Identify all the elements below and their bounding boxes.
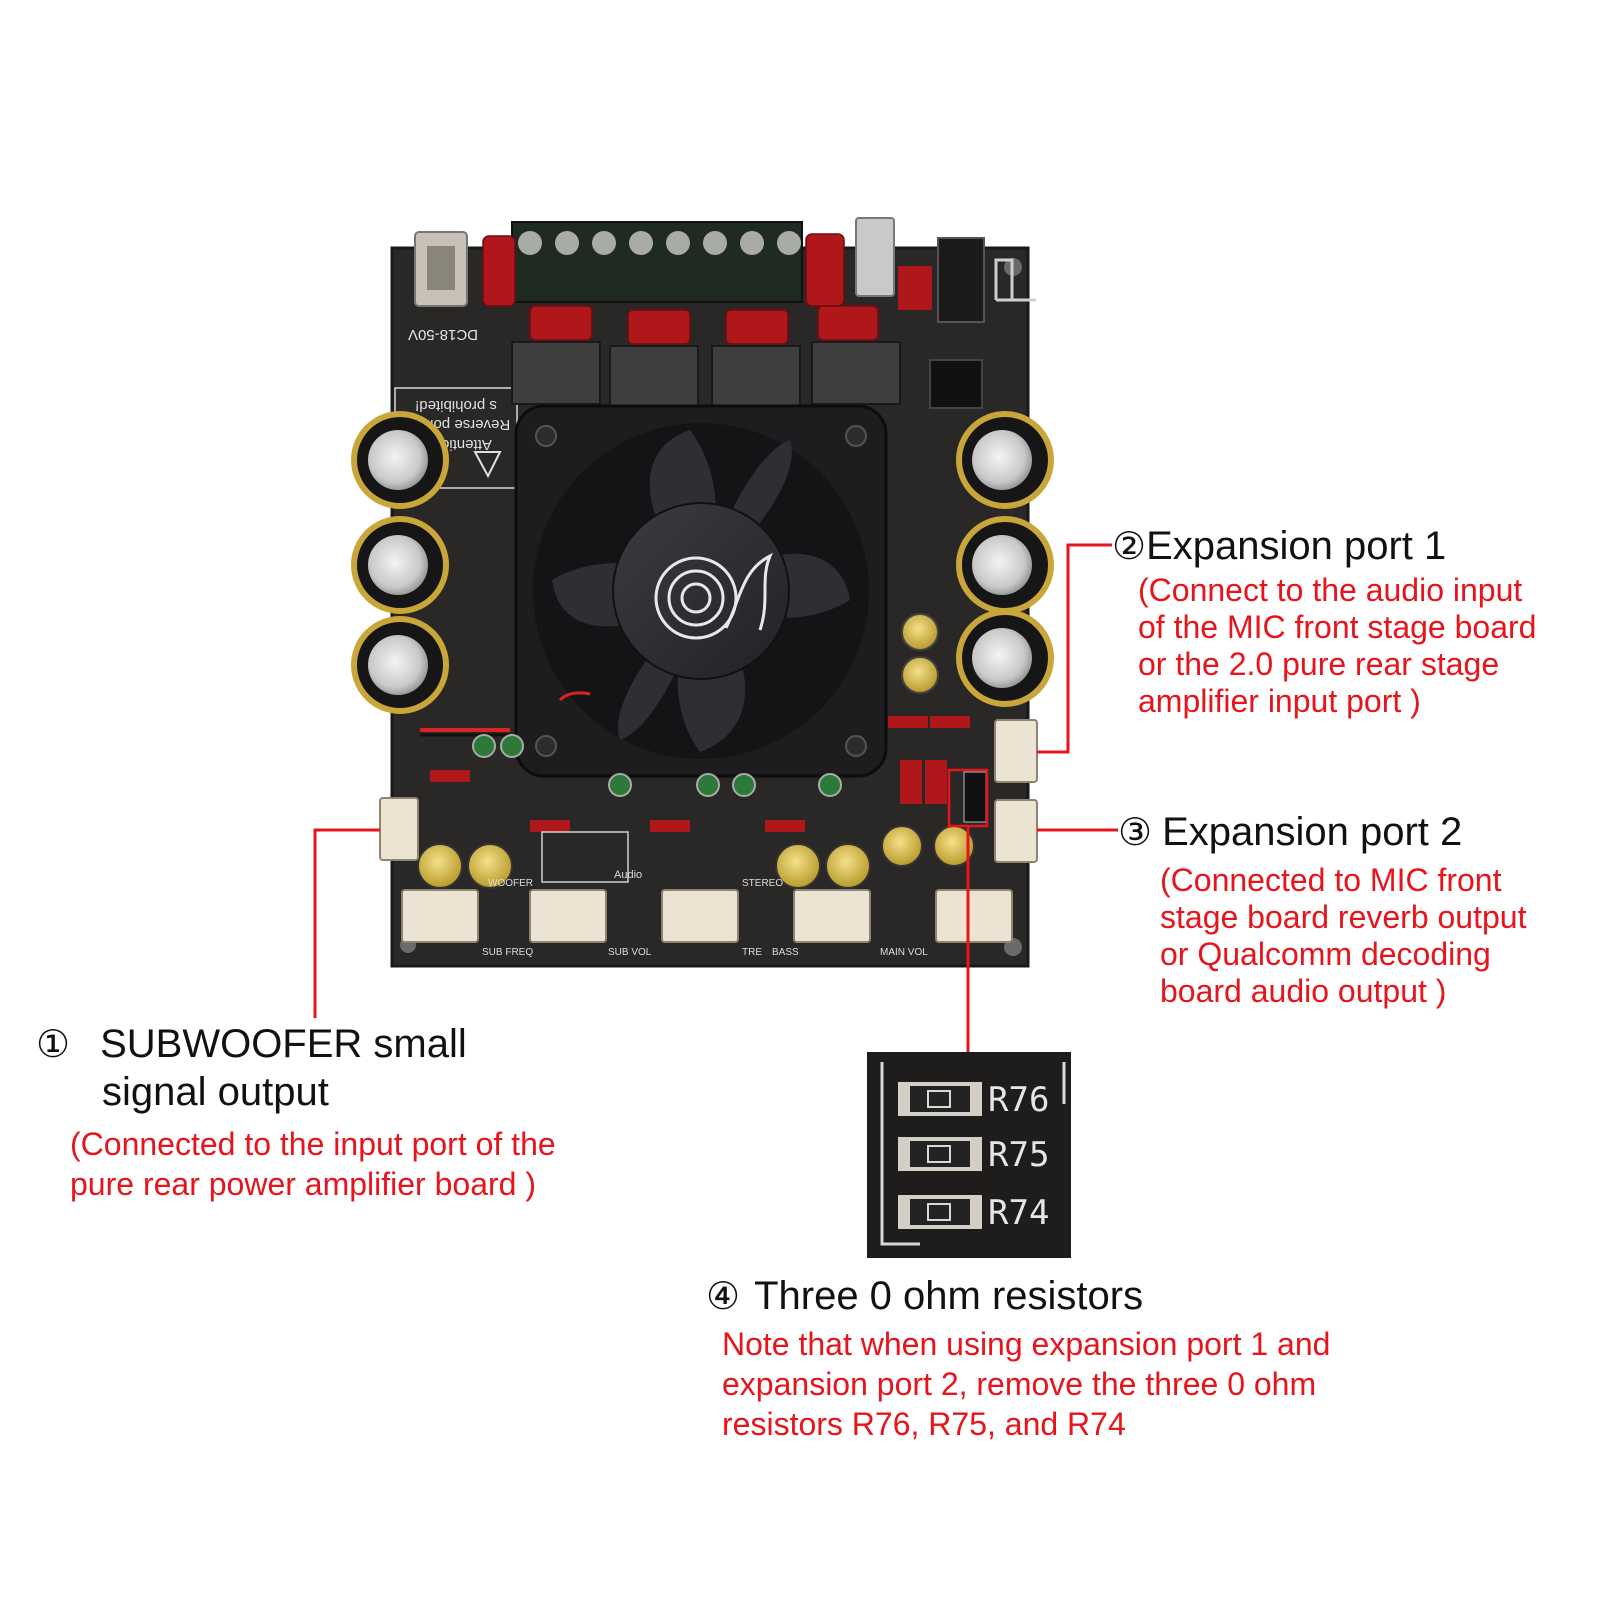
- film-capacitors: [482, 233, 879, 345]
- smd-red-part: [898, 266, 932, 310]
- port-label-stereo: STEREO: [742, 878, 783, 889]
- callout-description-line: amplifier input port ): [1138, 683, 1421, 719]
- capacitors-left: [351, 411, 449, 714]
- callout-description-line: expansion port 2, remove the three 0 ohm: [722, 1366, 1317, 1402]
- green-capacitors: [472, 734, 842, 797]
- callout-title: SUBWOOFER small: [100, 1022, 467, 1066]
- callout-title: Expansion port 1: [1146, 524, 1447, 568]
- inset-resistor: [898, 1137, 982, 1171]
- warning-line-3: s prohibited!: [415, 397, 497, 414]
- callout-expansion-port-1: ②Expansion port 1 (Connect to the audio …: [1112, 522, 1536, 720]
- capacitors-right: [956, 411, 1054, 707]
- port-label-audio: Audio: [614, 869, 642, 881]
- bottom-capacitors: [417, 825, 975, 889]
- small-capacitors: [901, 613, 939, 694]
- leader-line-2: [1037, 543, 1112, 754]
- port-label-sub-vol: SUB VOL: [608, 947, 652, 958]
- callout-description-line: Note that when using expansion port 1 an…: [722, 1326, 1331, 1362]
- resistor-group-on-board: [963, 771, 987, 823]
- expansion-port-2-connector: [994, 799, 1038, 863]
- bottom-connector: [935, 889, 1013, 943]
- callout-description-line: of the MIC front stage board: [1138, 609, 1537, 645]
- bottom-connector: [529, 889, 607, 943]
- resistor-label-r75: R75: [988, 1135, 1049, 1175]
- inset-resistor: [898, 1195, 982, 1229]
- brand-logo-icon: [654, 552, 773, 640]
- bottom-connector: [401, 889, 479, 943]
- bottom-connector: [793, 889, 871, 943]
- callout-description-line: stage board reverb output: [1160, 899, 1527, 935]
- callout-number: ①: [36, 1022, 71, 1066]
- chip: [929, 359, 983, 409]
- callout-title: Three 0 ohm resistors: [754, 1274, 1144, 1318]
- port-label-woofer: WOOFER: [488, 878, 533, 889]
- smd-resistors: [430, 716, 970, 832]
- port-label-tre: TRE: [742, 947, 762, 958]
- expansion-port-1-connector: [994, 719, 1038, 783]
- callout-title-line-2: signal output: [102, 1070, 329, 1114]
- callout-number: ②: [1112, 524, 1147, 568]
- dc-jack-opening: [427, 246, 455, 290]
- fan-hub: [612, 502, 790, 680]
- inductors: [511, 341, 901, 409]
- cooling-fan: [514, 404, 888, 778]
- port-label-sub-freq: SUB FREQ: [482, 947, 533, 958]
- leader-line-1: [313, 828, 380, 1018]
- audio-module-outline: [541, 831, 629, 883]
- fan-wire: [558, 691, 591, 702]
- callout-title: Expansion port 2: [1162, 810, 1463, 854]
- callout-description-line: (Connected to the input port of the: [70, 1126, 556, 1162]
- callout-description-line: pure rear power amplifier board ): [70, 1166, 536, 1202]
- resistor-inset-photo: R76 R75 R74: [867, 1052, 1071, 1258]
- power-label: DC18-50V: [408, 326, 478, 343]
- bluetooth-antenna: [994, 258, 1036, 302]
- callout-description-line: or the 2.0 pure rear stage: [1138, 646, 1500, 682]
- callout-number: ③: [1118, 810, 1153, 854]
- port-label-main-vol: MAIN VOL: [880, 947, 928, 958]
- callout-description-line: board audio output ): [1160, 973, 1447, 1009]
- speaker-terminal-block: [511, 221, 803, 303]
- resistor-label-r74: R74: [988, 1193, 1049, 1233]
- audio-jack: [937, 237, 985, 323]
- bottom-connector: [661, 889, 739, 943]
- resistor-label-r76: R76: [988, 1080, 1049, 1120]
- port-labels: WOOFER SUB FREQ SUB VOL STEREO TRE BASS …: [482, 878, 928, 958]
- warning-triangle-icon: [473, 451, 502, 479]
- callout-description-line: (Connect to the audio input: [1138, 572, 1523, 608]
- callout-description-line: resistors R76, R75, and R74: [722, 1406, 1126, 1442]
- power-switch: [855, 217, 895, 297]
- callout-subwoofer-output: ① SUBWOOFER small signal output (Connecte…: [36, 1020, 556, 1203]
- callout-number: ④: [706, 1274, 741, 1318]
- subwoofer-output-connector: [379, 797, 419, 861]
- leader-lines: [313, 543, 1118, 1052]
- port-label-bass: BASS: [772, 947, 799, 958]
- amplifier-board: DC18-50V Attention p Reverse polarity s …: [351, 217, 1054, 968]
- callout-description-line: (Connected to MIC front: [1160, 862, 1502, 898]
- callout-zero-ohm-resistors: ④ Three 0 ohm resistors Note that when us…: [706, 1272, 1330, 1444]
- terminal-screws: [518, 231, 801, 255]
- callout-description-line: or Qualcomm decoding: [1160, 936, 1491, 972]
- inset-resistor: [898, 1082, 982, 1116]
